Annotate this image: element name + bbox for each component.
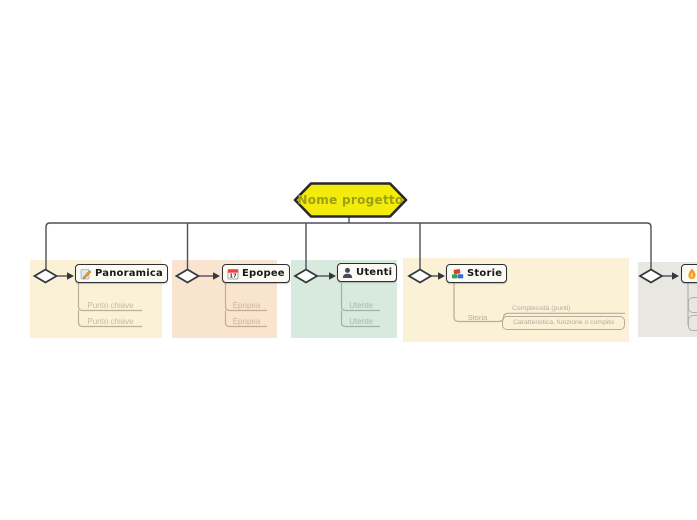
colored-stack-icon [452, 268, 464, 278]
child-topic-box[interactable] [688, 296, 697, 313]
collapse-diamond-last[interactable] [638, 268, 664, 284]
arrowhead [438, 272, 445, 280]
node-title: Utenti [356, 267, 393, 278]
node-epopee[interactable]: 17 Epopee [222, 264, 290, 283]
child-topic-box[interactable] [688, 315, 697, 331]
calendar-day: 17 [229, 273, 237, 279]
node-last[interactable] [681, 264, 697, 283]
subchild-topic[interactable]: Complessità (punti) [512, 304, 571, 312]
main-rail-line [45, 222, 652, 269]
child-topic[interactable]: Punto chiave [87, 301, 134, 310]
calendar-icon: 17 [227, 268, 239, 279]
children-connector-epopee [224, 283, 267, 328]
child-topic[interactable]: Punto chiave [87, 317, 134, 326]
subchild-topic-box[interactable]: Caratteristica, funzione o compito [502, 315, 625, 330]
node-panoramica[interactable]: Panoramica [75, 264, 169, 283]
collapse-diamond-utenti[interactable] [293, 268, 319, 284]
children-connector-utenti [340, 283, 380, 328]
child-topic[interactable]: Utente [349, 301, 373, 310]
arrowhead [329, 272, 336, 280]
section-bg-storie [403, 258, 629, 342]
child-topic[interactable]: Epopea [232, 317, 261, 326]
node-title: Epopee [242, 268, 285, 279]
arrowhead [672, 272, 679, 280]
document-pencil-icon [80, 268, 92, 279]
flame-icon [688, 268, 696, 279]
subchild-topic: Caratteristica, funzione o compito [513, 318, 614, 326]
child-topic[interactable]: Storia [467, 312, 488, 322]
collapse-diamond-storie[interactable] [407, 268, 433, 284]
root-node[interactable]: Nome progetto [293, 181, 408, 219]
root-label: Nome progetto [297, 193, 404, 207]
node-title: Storie [467, 268, 503, 279]
arrowhead [67, 272, 74, 280]
hexagon-shape [293, 182, 408, 218]
collapse-diamond-epopee[interactable] [174, 268, 201, 284]
node-storie[interactable]: Storie [446, 264, 508, 283]
node-utenti[interactable]: Utenti [337, 263, 398, 282]
collapse-diamond-panoramica[interactable] [32, 268, 59, 284]
child-topic[interactable]: Utente [349, 317, 373, 326]
children-connector-panoramica [77, 283, 142, 328]
child-topic[interactable]: Epopea [232, 301, 261, 310]
person-icon [342, 267, 353, 278]
arrowhead [213, 272, 220, 280]
node-title: Panoramica [95, 268, 164, 279]
